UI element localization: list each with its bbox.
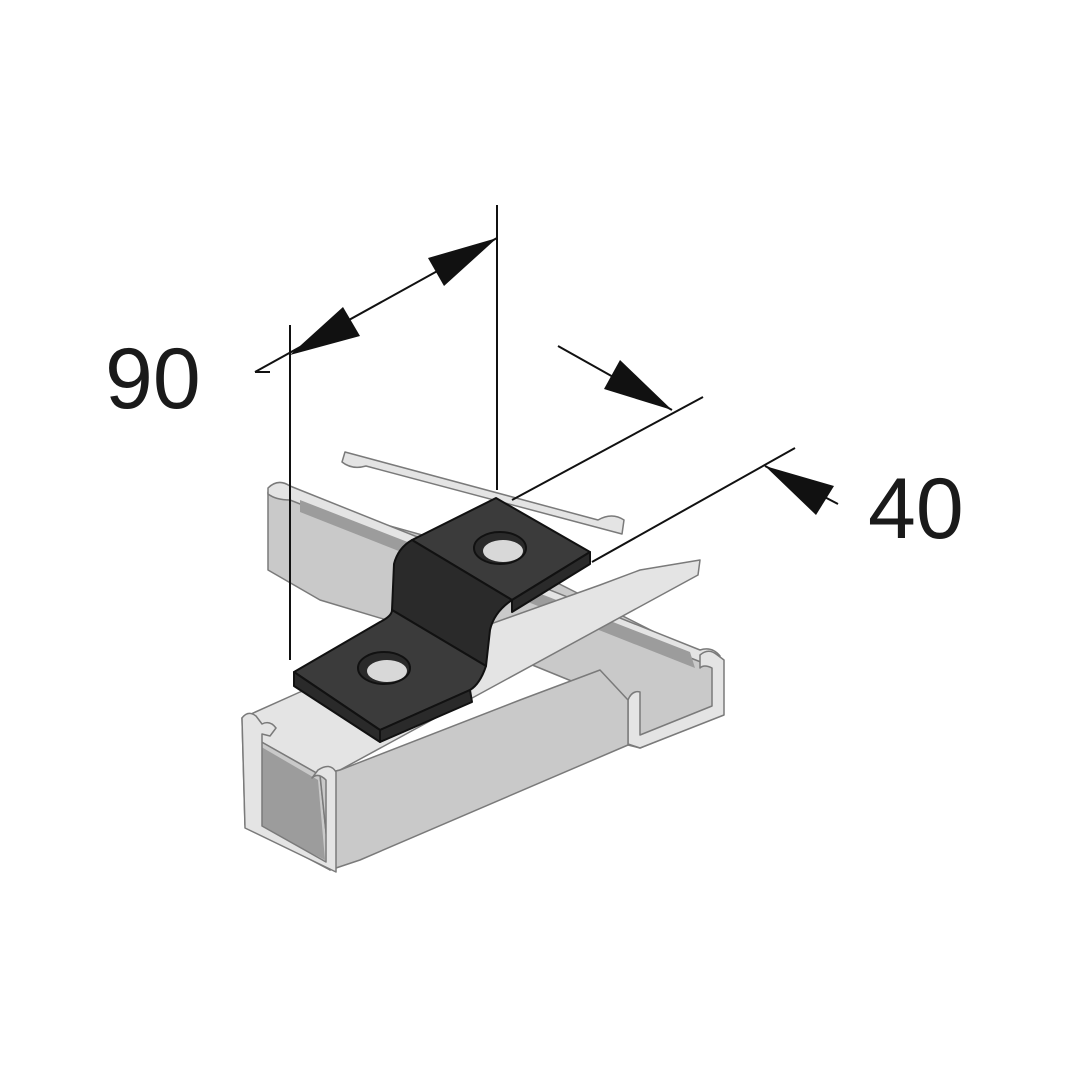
dimension-label-90: 90 bbox=[105, 331, 201, 427]
lower-channel-end-profile bbox=[241, 712, 337, 873]
dimension-40: 40 bbox=[511, 345, 964, 563]
bracket-lower-hole bbox=[357, 651, 411, 685]
arrowhead-90-right bbox=[428, 238, 497, 286]
z-bracket bbox=[293, 497, 591, 743]
extension-line-back bbox=[511, 396, 704, 501]
upper-channel-back-lip bbox=[341, 451, 625, 535]
bracket-lower-thickness-front bbox=[379, 689, 473, 743]
arrowhead-40-top bbox=[604, 360, 672, 410]
dimension-label-40: 40 bbox=[868, 461, 964, 557]
lower-channel-front bbox=[319, 669, 629, 871]
bracket-upper-hole bbox=[473, 531, 527, 565]
arrowhead-90-left bbox=[290, 307, 360, 355]
bracket-upper-thickness bbox=[511, 551, 591, 613]
extension-line-front bbox=[591, 447, 796, 563]
arrowhead-40-bottom bbox=[765, 466, 834, 515]
lower-channel-inner bbox=[258, 745, 325, 860]
dimension-90: 90 bbox=[105, 205, 498, 660]
upper-channel-end-profile bbox=[627, 650, 725, 749]
